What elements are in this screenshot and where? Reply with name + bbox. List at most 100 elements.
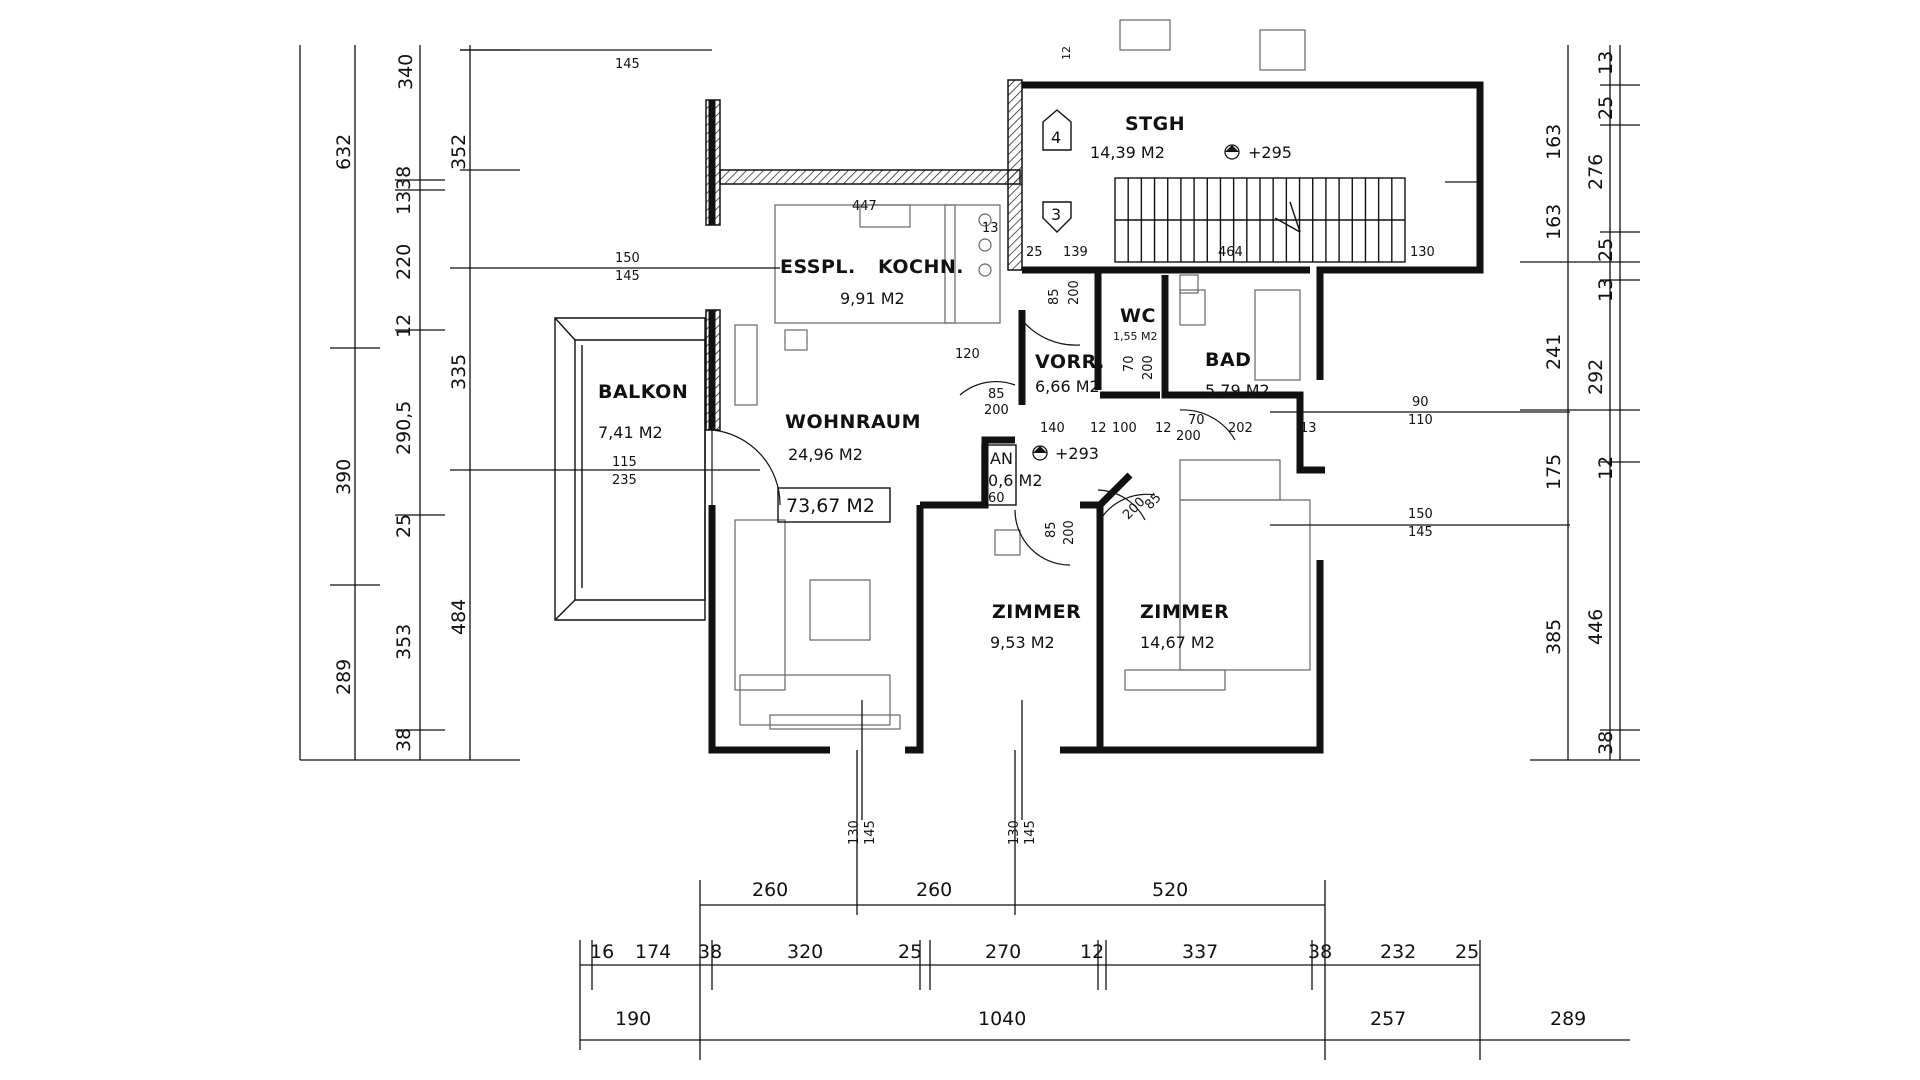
room-zimmer-1: ZIMMER 9,53 M2	[990, 601, 1081, 652]
window-label-kitchen: 150 145	[615, 251, 640, 284]
level-marker-icon	[1032, 445, 1048, 461]
room-wohnraum-name: WOHNRAUM	[785, 411, 921, 433]
window-label-room2: 150 145	[1408, 507, 1433, 540]
stair-arrow-icon	[1274, 201, 1301, 233]
room-esspl-area: 9,91 M2	[840, 289, 905, 308]
dim-left-13: 13	[393, 191, 415, 215]
dim-bottom-289: 289	[1550, 1008, 1586, 1030]
dim-left-335: 335	[448, 354, 470, 390]
room-vorr: VORR. 6,66 M2 +293	[1032, 351, 1104, 463]
dim-bottom-520: 520	[1152, 879, 1188, 901]
dim-left-340: 340	[395, 54, 417, 90]
dim-bottom-337: 337	[1182, 941, 1218, 963]
window-markers	[450, 49, 1570, 820]
door-label-wohn-a: 85	[988, 387, 1005, 402]
room-kochn-name: KOCHN.	[878, 256, 964, 278]
dim-bottom-232: 232	[1380, 941, 1416, 963]
room-wohnraum-area: 24,96 M2	[788, 445, 863, 464]
total-area: 73,67 M2	[786, 495, 875, 517]
window-label-bath-a: 90	[1412, 395, 1429, 410]
dim-bottom-320: 320	[787, 941, 823, 963]
left-dims-col3: 340 352 335 484	[395, 54, 470, 635]
left-dims-col2: 13 38 220 12 290,5 25 353 38	[393, 166, 415, 752]
dim-right-38: 38	[1595, 731, 1617, 755]
dim-left-12: 12	[393, 314, 415, 338]
room-wc-name: WC	[1120, 305, 1156, 327]
dim-bottom-257: 257	[1370, 1008, 1406, 1030]
room-stgh-area: 14,39 M2	[1090, 143, 1165, 162]
room-esspl-name: ESSPL.	[780, 256, 856, 278]
door-label-z2: 85 200	[1120, 491, 1164, 523]
dim-vorr-row-2: 12	[1090, 421, 1107, 436]
staircase	[1114, 177, 1406, 263]
dim-bottom-174: 174	[635, 941, 671, 963]
door-label-bad-a: 70	[1188, 413, 1205, 428]
dim-bottom-190: 190	[615, 1008, 651, 1030]
dim-bottom-1040: 1040	[978, 1008, 1026, 1030]
dim-bottom-12: 12	[1080, 941, 1104, 963]
room-stgh-level: +295	[1248, 143, 1292, 162]
room-an-area: 0,6 M2	[988, 471, 1043, 490]
door-label-z1: 85 200	[1044, 520, 1077, 545]
door-label-vorr-b: 200	[1067, 280, 1082, 305]
window-label-bath-b: 110	[1408, 413, 1433, 428]
door-label-z1-b: 200	[1062, 520, 1077, 545]
right-dimension-lines	[1520, 45, 1640, 761]
window-label-bottom-2-b: 145	[1023, 820, 1038, 845]
bottom-dims-row3: 190 1040 257 289	[615, 1008, 1586, 1030]
door-label-z1-a: 85	[1044, 521, 1059, 538]
dim-left-353: 353	[393, 624, 415, 660]
right-dims-col3: 13 25 25 13 12 38	[1595, 51, 1617, 755]
dim-bottom-270: 270	[985, 941, 1021, 963]
bottom-dimension-lines	[579, 750, 1630, 1060]
bottom-dims-row1: 260 260 520	[752, 879, 1188, 901]
dim-left-352: 352	[448, 134, 470, 170]
window-label-bottom-1-a: 130	[847, 820, 862, 845]
dim-left-38b: 38	[393, 728, 415, 752]
dim-stair-mid: 464	[1218, 245, 1243, 260]
room-zimmer-2-name: ZIMMER	[1140, 601, 1229, 623]
dim-vorr-top-b: 139	[1063, 245, 1088, 260]
dim-kitchen-top: 447	[852, 199, 877, 214]
wall-hatched-left-mid	[705, 309, 721, 431]
dim-right-25b: 25	[1595, 238, 1617, 262]
dim-right-276: 276	[1585, 154, 1607, 190]
stair-mark-upper	[1042, 109, 1072, 151]
stair-mark-lower	[1042, 201, 1072, 233]
dim-left-290-5: 290,5	[393, 401, 415, 455]
dim-vorr-row-5: 202	[1228, 421, 1253, 436]
room-stgh: STGH 14,39 M2 +295	[1090, 113, 1292, 162]
window-label-bottom-2-a: 130	[1007, 820, 1022, 845]
dim-bottom-38b: 38	[1308, 941, 1332, 963]
window-label-bath: 90 110	[1408, 395, 1433, 428]
dim-right-446: 446	[1585, 609, 1607, 645]
room-wc-area: 1,55 M2	[1113, 330, 1157, 343]
room-zimmer-2: ZIMMER 14,67 M2	[1140, 601, 1229, 652]
room-balkon-area: 7,41 M2	[598, 423, 663, 442]
window-label-bottom-2: 130 145	[1007, 820, 1038, 845]
dim-right-175: 175	[1543, 454, 1565, 490]
window-label-room2-b: 145	[1408, 525, 1433, 540]
room-balkon-name: BALKON	[598, 381, 688, 403]
window-label-top-b: 145	[615, 57, 640, 72]
window-label-living-b: 235	[612, 473, 637, 488]
doors	[711, 319, 1236, 566]
right-dims-col2: 163 276 292 446	[1543, 124, 1607, 645]
dim-right-13a: 13	[1595, 51, 1617, 75]
dim-right-13b: 13	[1595, 278, 1617, 302]
window-label-top: 145	[615, 57, 640, 72]
room-wohnraum: WOHNRAUM 24,96 M2 73,67 M2	[777, 411, 921, 523]
window-label-living: 115 235	[612, 455, 637, 488]
dim-right-12: 12	[1595, 456, 1617, 480]
dim-vorr-row-3: 100	[1112, 421, 1137, 436]
room-zimmer-1-name: ZIMMER	[992, 601, 1081, 623]
door-label-vorr: 85 200	[1047, 280, 1082, 305]
dim-bottom-260a: 260	[752, 879, 788, 901]
dim-bottom-260b: 260	[916, 879, 952, 901]
dim-vorr-row-6: 13	[1300, 421, 1317, 436]
dim-left-289: 289	[333, 659, 355, 695]
room-zimmer-1-area: 9,53 M2	[990, 633, 1055, 652]
dim-vorr-row-1: 140	[1040, 421, 1065, 436]
door-label-bad-b: 200	[1176, 429, 1201, 444]
